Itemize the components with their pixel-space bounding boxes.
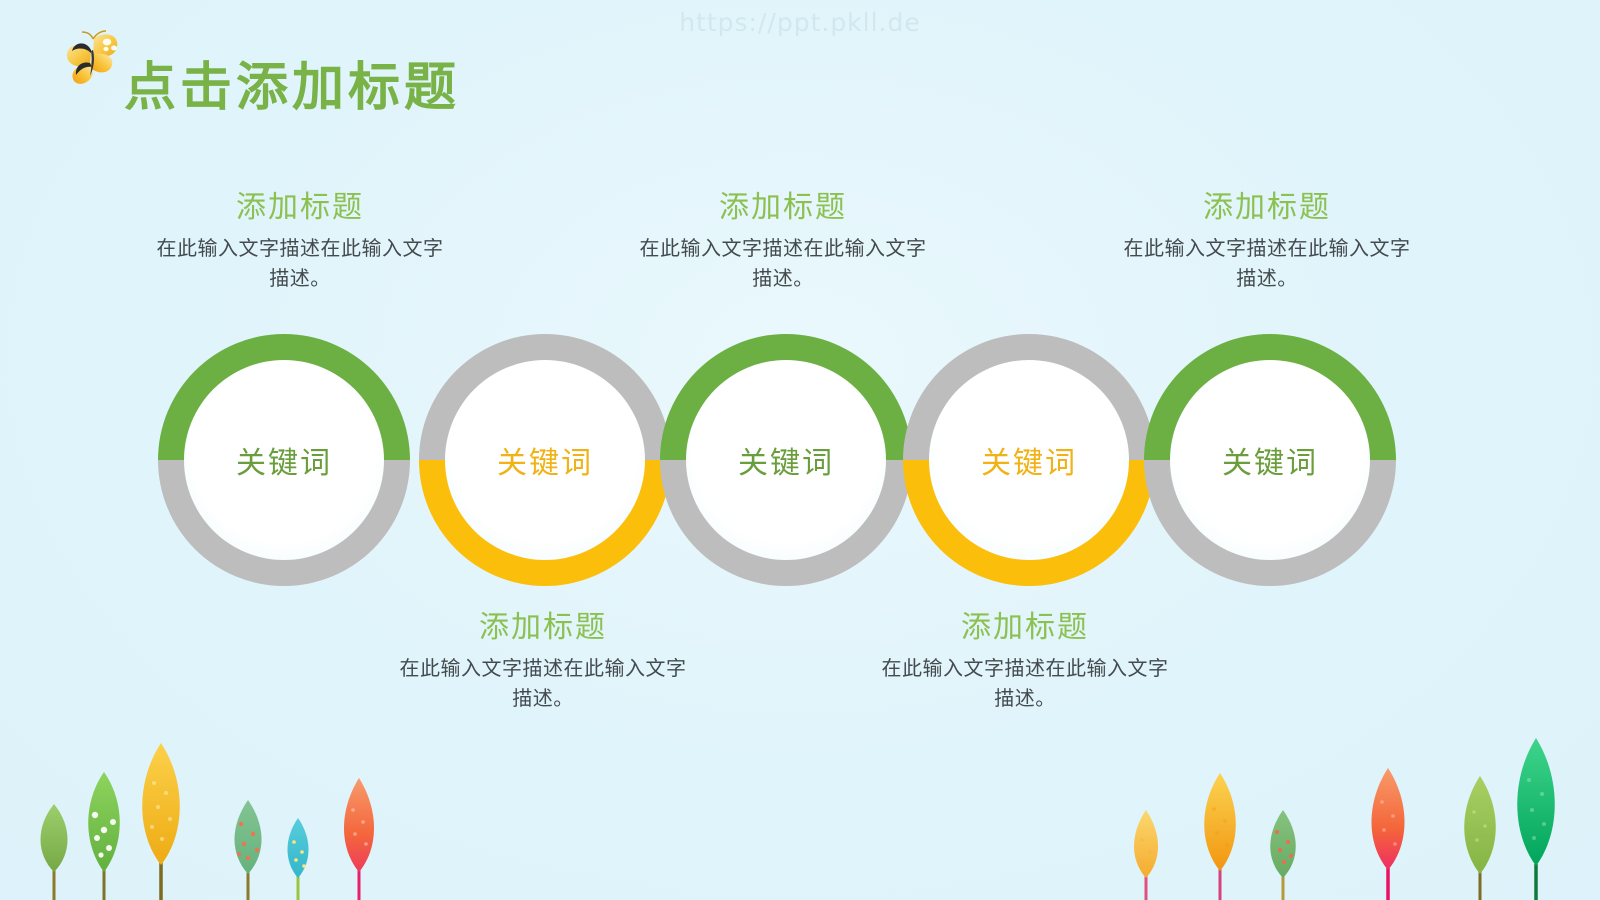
caption-step-2: 添加标题 在此输入文字描述在此输入文字描述。 [393,610,693,714]
caption-desc-5: 在此输入文字描述在此输入文字描述。 [1123,238,1411,290]
decorative-plants [0,720,1600,900]
caption-desc-2: 在此输入文字描述在此输入文字描述。 [399,658,687,710]
keyword-5: 关键词 [1222,447,1318,480]
ring-step-1[interactable]: 关键词 [158,334,410,586]
keyword-2: 关键词 [497,447,593,480]
plant-leaf-green-dotted-right [1260,800,1306,900]
ring-step-2[interactable]: 关键词 [419,334,671,586]
caption-title-5: 添加标题 [1203,191,1331,224]
keyword-4: 关键词 [981,447,1077,480]
plant-leaf-orange-large [1360,762,1416,900]
ring-step-4[interactable]: 关键词 [903,334,1155,586]
caption-desc-3: 在此输入文字描述在此输入文字描述。 [639,238,927,290]
ring-step-3[interactable]: 关键词 [660,334,912,586]
caption-desc-1: 在此输入文字描述在此输入文字描述。 [156,238,444,290]
ring-step-5[interactable]: 关键词 [1144,334,1396,586]
caption-desc-4: 在此输入文字描述在此输入文字描述。 [881,658,1169,710]
caption-step-4: 添加标题 在此输入文字描述在此输入文字描述。 [875,610,1175,714]
plant-leaf-green-small [28,790,80,900]
keyword-1: 关键词 [236,447,332,480]
plant-leaf-green-dotted [73,760,135,900]
caption-title-3: 添加标题 [719,191,847,224]
butterfly-icon [64,30,120,92]
ring-4-center: 关键词 [929,360,1129,560]
plant-leaf-teal-dotted [222,788,274,900]
page-title: 点击添加标题 [124,60,461,117]
keyword-3: 关键词 [738,447,834,480]
plant-leaf-cyan-small [278,808,318,900]
plant-leaf-yellow-medium [1192,765,1248,900]
caption-title-1: 添加标题 [236,191,364,224]
ring-3-center: 关键词 [686,360,886,560]
ring-2-center: 关键词 [445,360,645,560]
watermark-url: https://ppt.pkll.de [679,8,921,37]
ring-5-center: 关键词 [1170,360,1370,560]
caption-step-1: 添加标题 在此输入文字描述在此输入文字描述。 [150,190,450,294]
plant-leaf-olive [1452,768,1508,900]
slide-header: 点击添加标题 [64,28,460,121]
caption-title-4: 添加标题 [961,611,1089,644]
plant-leaf-yellow-small [1124,800,1168,900]
ring-1-center: 关键词 [184,360,384,560]
caption-step-3: 添加标题 在此输入文字描述在此输入文字描述。 [633,190,933,294]
caption-title-2: 添加标题 [479,611,607,644]
plant-leaf-yellow-large [128,735,194,900]
plant-leaf-emerald [1505,732,1567,900]
plant-leaf-orange [333,770,385,900]
caption-step-5: 添加标题 在此输入文字描述在此输入文字描述。 [1117,190,1417,294]
